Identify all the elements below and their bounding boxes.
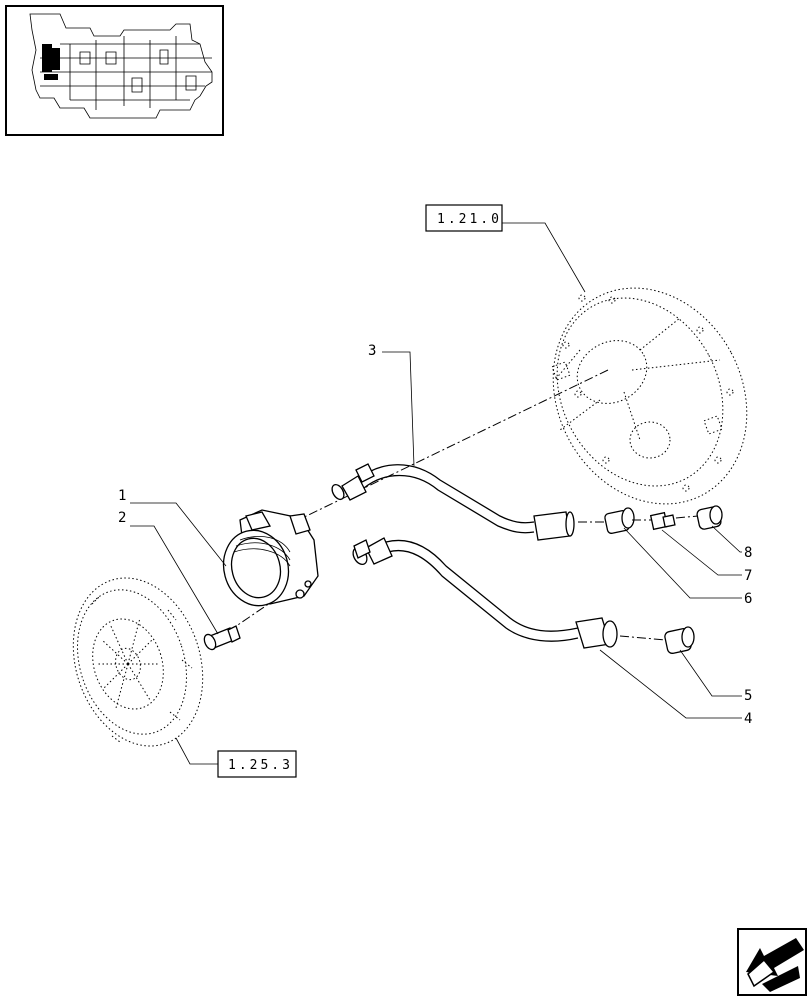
cap-8 <box>696 505 723 530</box>
supply-tube <box>331 463 575 541</box>
callout-3: 3 <box>368 343 376 359</box>
callout-1: 1 <box>118 488 126 504</box>
callout-4: 4 <box>744 711 752 727</box>
reference-label-transmission-housing: 1.21.0 <box>437 212 502 227</box>
cap-5 <box>664 626 695 654</box>
callout-8: 8 <box>744 545 752 561</box>
reference-box-transmission-housing[interactable]: 1.21.0 <box>425 204 503 232</box>
transmission-housing <box>551 287 748 505</box>
return-tube <box>352 537 618 649</box>
release-bearing <box>222 509 319 607</box>
locator-thumbnail <box>5 5 224 136</box>
bolt <box>203 625 241 651</box>
nipple-7 <box>649 511 676 531</box>
reference-label-clutch-assembly: 1.25.3 <box>228 758 293 773</box>
callout-5: 5 <box>744 688 752 704</box>
callout-2: 2 <box>118 510 126 526</box>
clutch-assembly <box>72 577 204 747</box>
callout-6: 6 <box>744 591 752 607</box>
callout-7: 7 <box>744 568 752 584</box>
transmission-locator-icon <box>29 13 213 119</box>
bushing-6 <box>604 507 635 534</box>
previous-page-arrow-icon[interactable] <box>737 928 807 996</box>
reference-box-clutch-assembly[interactable]: 1.25.3 <box>217 750 297 778</box>
